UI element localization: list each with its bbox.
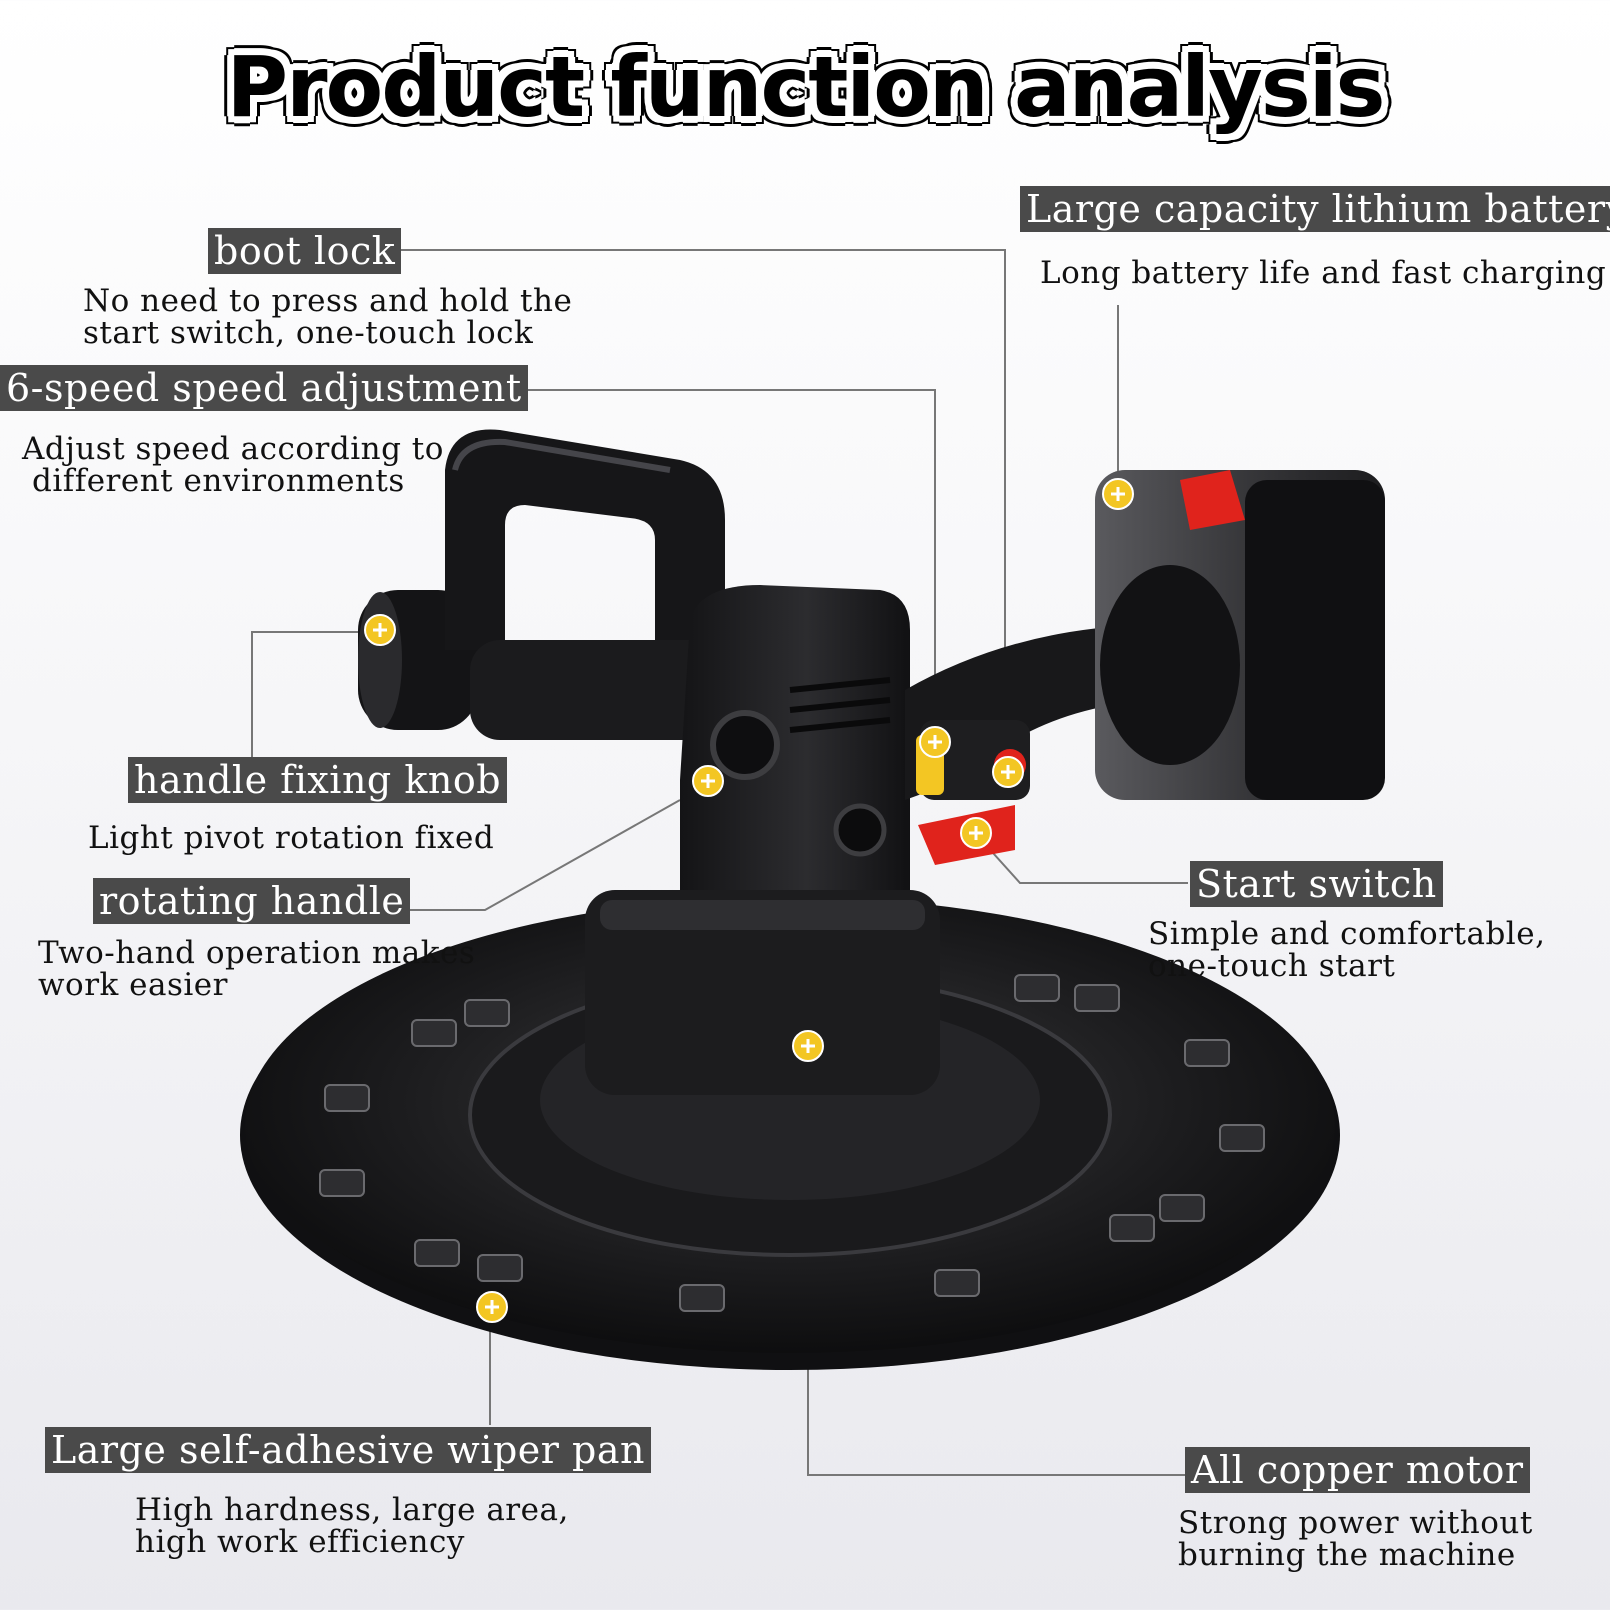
motor-housing: [585, 585, 940, 1095]
boot-lock-label: boot lock: [208, 228, 402, 274]
motor-desc-line: Strong power without: [1178, 1505, 1533, 1541]
boot-lock-desc-line: start switch, one-touch lock: [83, 315, 534, 351]
start-switch-desc: Simple and comfortable, one-touch start: [1148, 918, 1545, 982]
copper-motor-desc: Strong power without burning the machine: [1178, 1507, 1533, 1571]
wiper-desc-line: high work efficiency: [135, 1524, 465, 1560]
battery-desc-line: Long battery life and fast charging: [1040, 255, 1607, 291]
rotating-handle-desc: Two-hand operation makes work easier: [38, 937, 475, 1001]
copper-motor-label: All copper motor: [1185, 1447, 1530, 1493]
wiper-pan: [240, 897, 1340, 1370]
speed-adjustment-label: 6-speed speed adjustment: [0, 365, 528, 411]
wiper-pan-label: Large self-adhesive wiper pan: [45, 1427, 651, 1473]
wiper-pan-desc: High hardness, large area, high work eff…: [135, 1494, 569, 1558]
rotating-desc-line: Two-hand operation makes: [38, 935, 476, 971]
start-desc-line: Simple and comfortable,: [1148, 916, 1546, 952]
battery-desc: Long battery life and fast charging: [1040, 257, 1606, 289]
speed-adjustment-desc: Adjust speed according to different envi…: [22, 433, 444, 497]
start-switch-label: Start switch: [1190, 861, 1443, 907]
speed-desc-line: different environments: [32, 463, 405, 499]
rotating-desc-line: work easier: [38, 967, 228, 1003]
knob-desc-line: Light pivot rotation fixed: [88, 820, 495, 856]
handle-fixing-knob-desc: Light pivot rotation fixed: [88, 822, 494, 854]
motor-desc-line: burning the machine: [1178, 1537, 1516, 1573]
battery-label: Large capacity lithium battery: [1020, 186, 1610, 232]
rotating-handle: [445, 429, 730, 740]
handle-fixing-knob-label: handle fixing knob: [128, 757, 508, 803]
rotating-handle-label: rotating handle: [93, 878, 411, 924]
boot-lock-desc-line: No need to press and hold the: [83, 283, 573, 319]
battery-pack: [1095, 470, 1385, 800]
speed-desc-line: Adjust speed according to: [22, 431, 444, 467]
page-title: Product function analysis: [226, 38, 1386, 136]
callout-markers: [364, 478, 1134, 1323]
wiper-desc-line: High hardness, large area,: [135, 1492, 569, 1528]
start-desc-line: one-touch start: [1148, 948, 1396, 984]
boot-lock-desc: No need to press and hold the start swit…: [83, 285, 572, 349]
